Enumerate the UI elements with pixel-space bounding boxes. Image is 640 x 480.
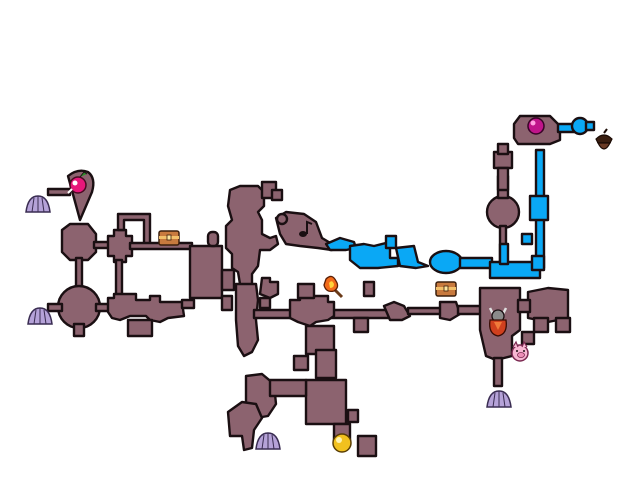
seashell-icon[interactable]: [25, 195, 51, 213]
fire-torch-icon[interactable]: [323, 275, 344, 299]
player-marker-icon[interactable]: [488, 307, 508, 337]
seashell-icon[interactable]: [27, 307, 53, 325]
seashell-icon[interactable]: [255, 432, 281, 450]
treasure-chest-icon[interactable]: [435, 281, 457, 297]
water-channels: [324, 116, 596, 280]
map-rooms: [46, 114, 572, 458]
acorn-icon[interactable]: [595, 128, 613, 150]
heart-fruit-icon[interactable]: [67, 171, 88, 194]
seashell-icon[interactable]: [486, 390, 512, 408]
map-icons: [25, 117, 613, 453]
magenta-orb-icon[interactable]: [527, 117, 545, 135]
music-note-icon[interactable]: [299, 220, 313, 237]
treasure-chest-icon[interactable]: [158, 230, 180, 246]
pig-icon[interactable]: [511, 340, 529, 362]
gold-orb-icon[interactable]: [332, 433, 352, 453]
